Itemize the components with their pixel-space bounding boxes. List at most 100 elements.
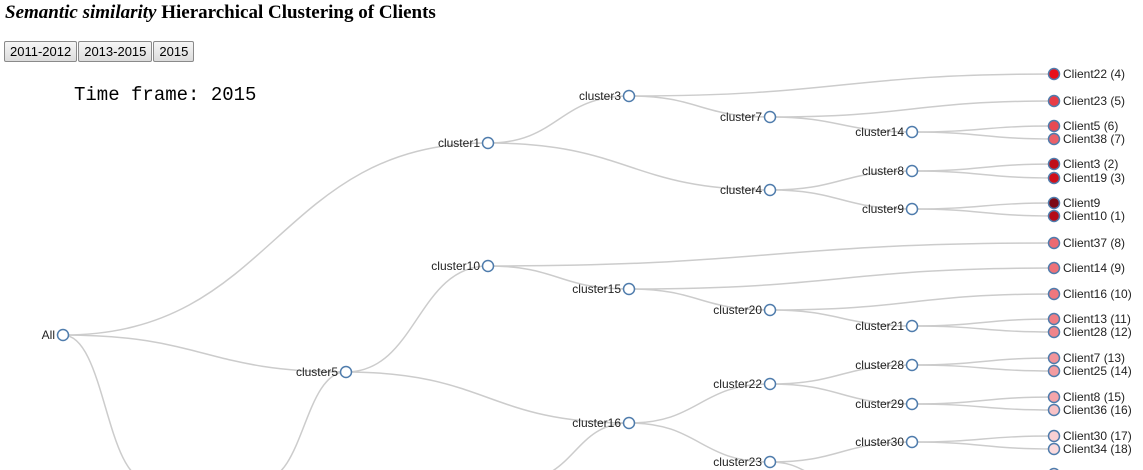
tree-node-circle[interactable] <box>763 377 777 391</box>
tree-link-client36 <box>911 403 1055 411</box>
tree-leaf-label: Client22 (4) <box>1063 67 1125 81</box>
tree-node-cluster28[interactable]: cluster28 <box>855 358 919 372</box>
tree-link-offscreen-4 <box>769 461 805 470</box>
tree-leaf-circle[interactable] <box>1047 312 1061 326</box>
tree-node-all[interactable]: All <box>42 328 70 342</box>
tree-node-circle[interactable] <box>905 397 919 411</box>
tree-leaf-circle[interactable] <box>1047 261 1061 275</box>
tree-leaf-client38[interactable]: Client38 (7) <box>1047 132 1126 146</box>
tree-node-circle[interactable] <box>622 282 636 296</box>
tree-node-cluster16[interactable]: cluster16 <box>572 416 636 430</box>
tree-leaf-client14[interactable]: Client14 (9) <box>1047 261 1126 275</box>
tree-node-circle[interactable] <box>56 328 70 342</box>
tree-leaf-client19[interactable]: Client19 (3) <box>1047 171 1126 185</box>
tree-node-circle[interactable] <box>481 136 495 150</box>
tree-leaf-client3[interactable]: Client3 (2) <box>1047 157 1119 171</box>
tree-leaf-circle[interactable] <box>1047 157 1061 171</box>
tree-node-circle[interactable] <box>905 164 919 178</box>
tree-link-offscreen-3 <box>552 422 630 470</box>
tree-node-cluster23[interactable]: cluster23 <box>713 455 777 469</box>
tree-node-cluster14[interactable]: cluster14 <box>855 125 919 139</box>
tree-leaf-circle[interactable] <box>1047 403 1061 417</box>
tree-node-cluster8[interactable]: cluster8 <box>862 164 919 178</box>
tree-leaf-label: Client10 (1) <box>1063 209 1125 223</box>
tree-node-cluster7[interactable]: cluster7 <box>720 110 777 124</box>
time-frame-button-2015[interactable]: 2015 <box>153 41 195 62</box>
tree-node-label: cluster14 <box>855 125 904 139</box>
tree-node-cluster22[interactable]: cluster22 <box>713 377 777 391</box>
tree-leaf-client9[interactable]: Client9 <box>1047 196 1101 210</box>
tree-link-offscreen-1 <box>62 334 132 470</box>
tree-link-cluster16 <box>345 371 630 424</box>
tree-node-cluster3[interactable]: cluster3 <box>579 89 636 103</box>
tree-link-client34 <box>911 441 1055 450</box>
tree-leaf-client28[interactable]: Client28 (12) <box>1047 325 1132 339</box>
tree-leaf-client34[interactable]: Client34 (18) <box>1047 442 1132 456</box>
tree-leaf-circle[interactable] <box>1047 351 1061 365</box>
tree-leaf-circle[interactable] <box>1047 390 1061 404</box>
tree-node-cluster10[interactable]: cluster10 <box>431 259 495 273</box>
tree-leaf-label: Client19 (3) <box>1063 171 1125 185</box>
tree-node-circle[interactable] <box>763 110 777 124</box>
tree-leaf-circle[interactable] <box>1047 171 1061 185</box>
page-title: Semantic similarity Hierarchical Cluster… <box>5 2 436 24</box>
tree-leaf-circle[interactable] <box>1047 132 1061 146</box>
tree-node-circle[interactable] <box>481 259 495 273</box>
tree-leaf-client25[interactable]: Client25 (14) <box>1047 364 1132 378</box>
tree-leaf-client36[interactable]: Client36 (16) <box>1047 403 1132 417</box>
tree-leaf-circle[interactable] <box>1047 94 1061 108</box>
tree-node-cluster15[interactable]: cluster15 <box>572 282 636 296</box>
tree-leaf-client13[interactable]: Client13 (11) <box>1047 312 1131 326</box>
tree-node-cluster29[interactable]: cluster29 <box>855 397 919 411</box>
tree-leaf-circle[interactable] <box>1047 119 1061 133</box>
tree-node-cluster5[interactable]: cluster5 <box>296 365 353 379</box>
tree-node-circle[interactable] <box>905 202 919 216</box>
tree-leaf-label: Client14 (9) <box>1063 261 1125 275</box>
tree-leaf-client5[interactable]: Client5 (6) <box>1047 119 1119 133</box>
tree-leaf-client23[interactable]: Client23 (5) <box>1047 94 1126 108</box>
tree-node-cluster4[interactable]: cluster4 <box>720 183 777 197</box>
tree-leaf-circle[interactable] <box>1047 67 1061 81</box>
tree-leaf-circle[interactable] <box>1047 325 1061 339</box>
tree-leaf-client30[interactable]: Client30 (17) <box>1047 429 1132 443</box>
tree-node-cluster30[interactable]: cluster30 <box>855 435 919 449</box>
tree-link-cluster7 <box>628 95 771 118</box>
tree-link-client22 <box>628 73 1055 97</box>
tree-node-circle[interactable] <box>905 358 919 372</box>
tree-link-client5 <box>911 125 1055 133</box>
tree-node-circle[interactable] <box>905 435 919 449</box>
tree-node-cluster1[interactable]: cluster1 <box>438 136 495 150</box>
tree-leaf-client16[interactable]: Client16 (10) <box>1047 287 1132 301</box>
tree-link-cluster20 <box>628 288 771 311</box>
tree-leaf-circle[interactable] <box>1047 196 1061 210</box>
tree-node-circle[interactable] <box>622 416 636 430</box>
tree-node-circle[interactable] <box>905 319 919 333</box>
tree-link-client28 <box>911 325 1055 333</box>
tree-leaf-client22[interactable]: Client22 (4) <box>1047 67 1126 81</box>
tree-node-cluster21[interactable]: cluster21 <box>855 319 919 333</box>
tree-leaf-circle[interactable] <box>1047 364 1061 378</box>
tree-node-circle[interactable] <box>905 125 919 139</box>
page-title-italic: Semantic similarity <box>5 2 157 23</box>
tree-node-circle[interactable] <box>622 89 636 103</box>
tree-leaf-label: Client36 (16) <box>1063 403 1132 417</box>
tree-node-label: cluster20 <box>713 303 762 317</box>
tree-leaf-client8[interactable]: Client8 (15) <box>1047 390 1126 404</box>
tree-leaf-circle[interactable] <box>1047 209 1061 223</box>
tree-node-circle[interactable] <box>763 455 777 469</box>
tree-leaf-circle[interactable] <box>1047 236 1061 250</box>
tree-node-label: cluster8 <box>862 164 904 178</box>
tree-leaf-client10[interactable]: Client10 (1) <box>1047 209 1126 223</box>
tree-node-circle[interactable] <box>763 183 777 197</box>
tree-leaf-circle[interactable] <box>1047 287 1061 301</box>
tree-leaf-client37[interactable]: Client37 (8) <box>1047 236 1126 250</box>
tree-leaf-circle[interactable] <box>1047 429 1061 443</box>
tree-node-cluster9[interactable]: cluster9 <box>862 202 919 216</box>
tree-leaf-circle[interactable] <box>1047 442 1061 456</box>
tree-node-cluster20[interactable]: cluster20 <box>713 303 777 317</box>
tree-node-circle[interactable] <box>339 365 353 379</box>
time-frame-button-2013-2015[interactable]: 2013-2015 <box>78 41 153 62</box>
tree-node-circle[interactable] <box>763 303 777 317</box>
time-frame-button-2011-2012[interactable]: 2011-2012 <box>4 41 78 62</box>
tree-leaf-client7[interactable]: Client7 (13) <box>1047 351 1126 365</box>
